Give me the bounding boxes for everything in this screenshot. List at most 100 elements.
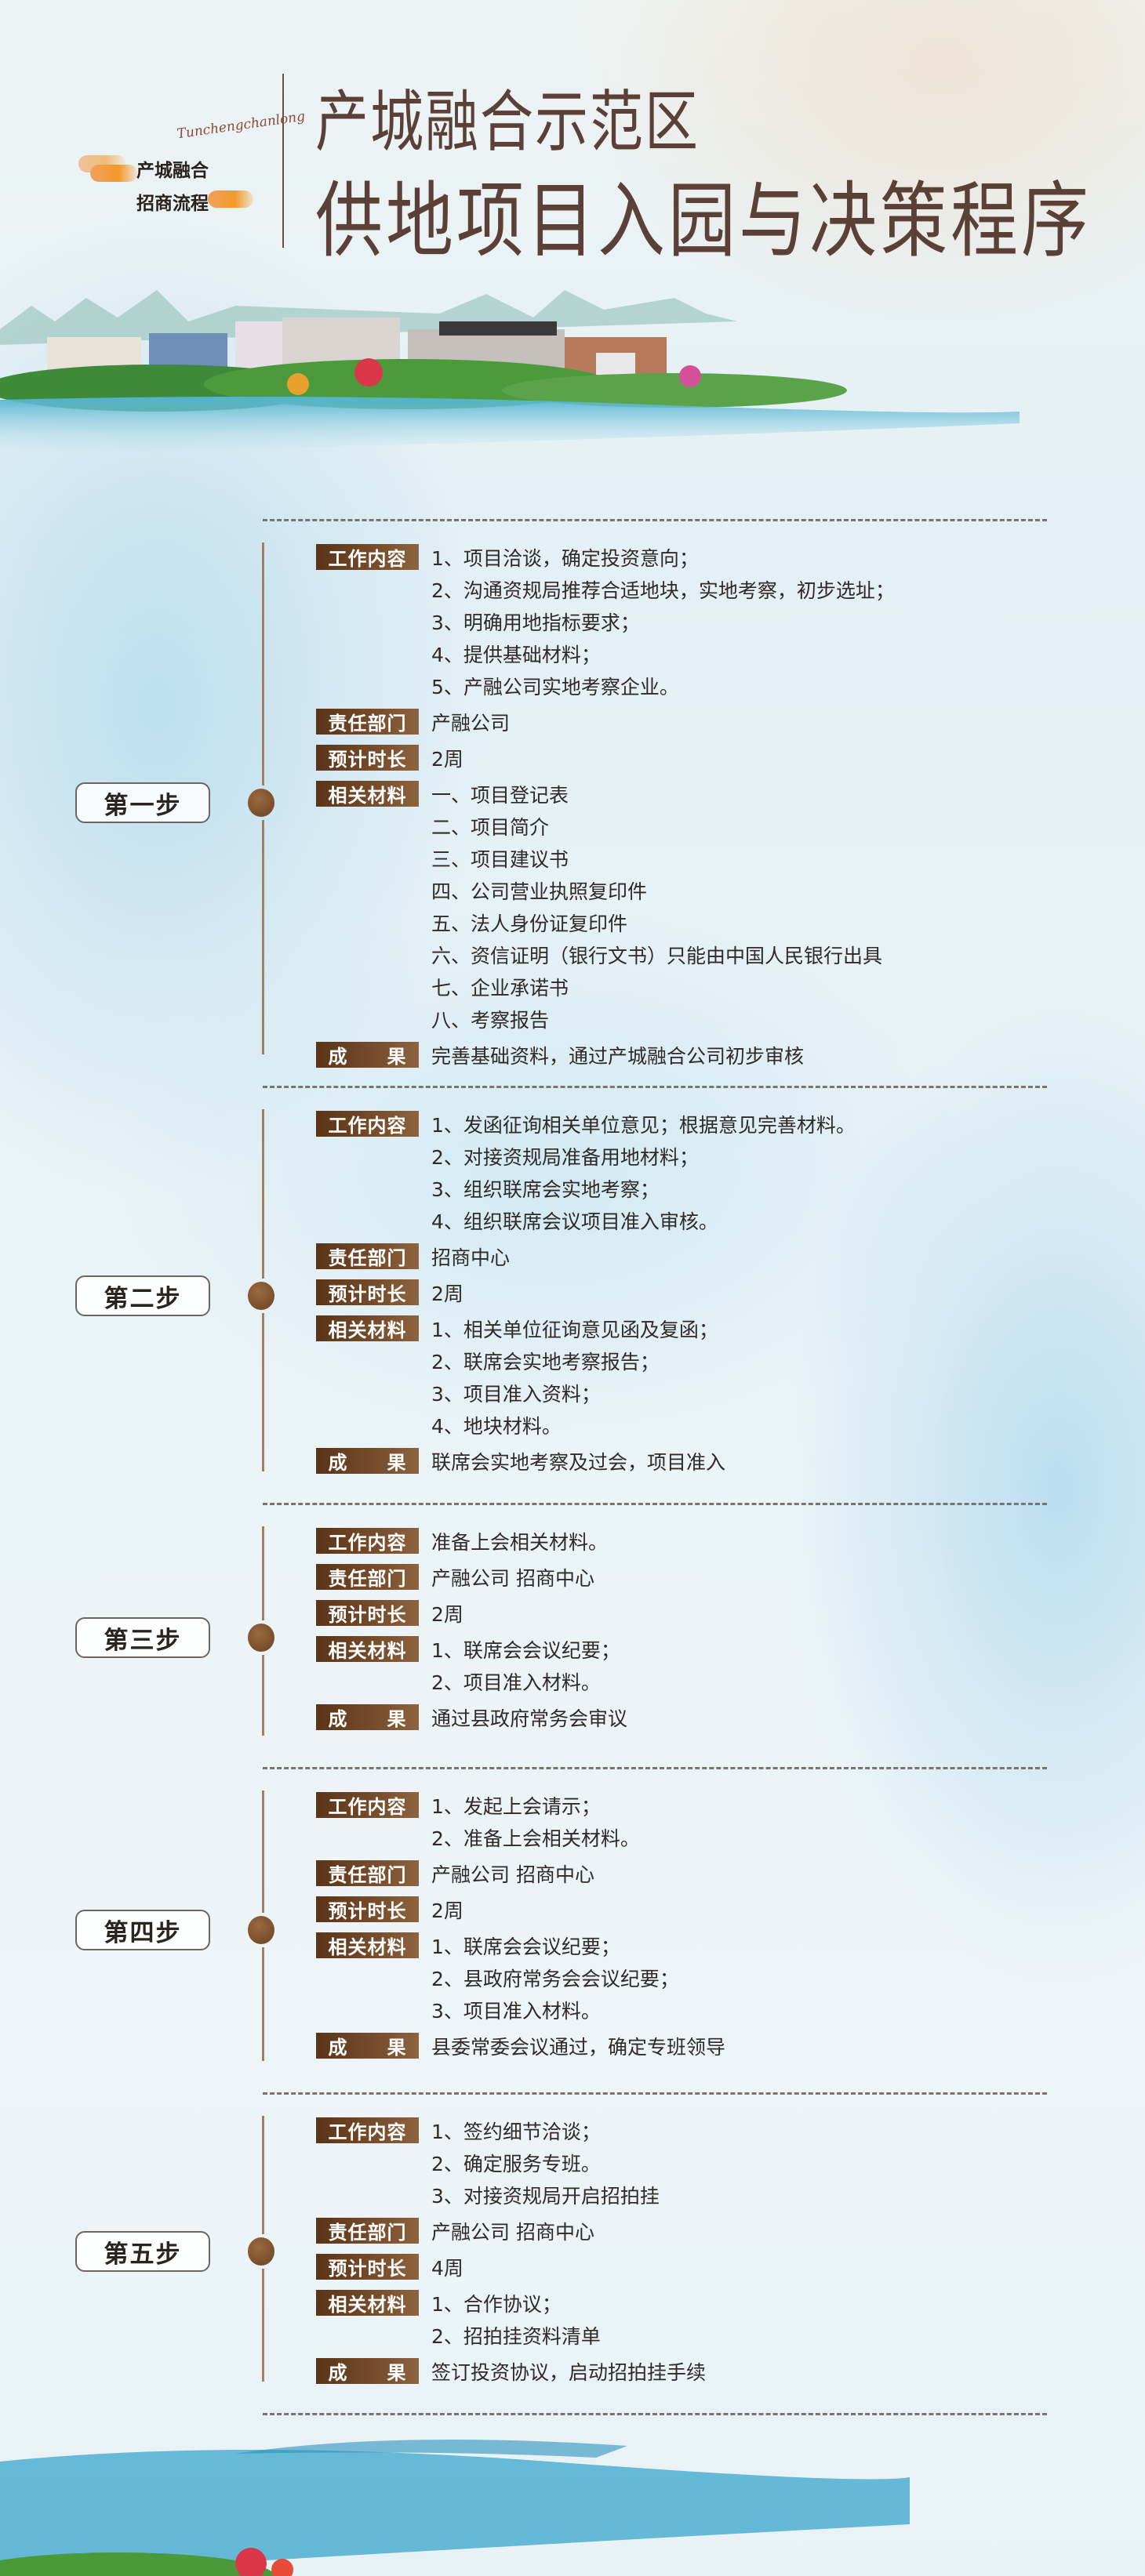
step-badge[interactable]: 第二步 (75, 1275, 210, 1316)
detail-text: 1、合作协议； (431, 2292, 562, 2316)
landscape-illustration (0, 290, 1020, 455)
script-decoration: Tunchengchanlong (176, 108, 307, 143)
detail-line: 责任部门产融公司 招商中心 (316, 1561, 1100, 1593)
brush-stroke (208, 190, 253, 208)
label-result: 成 果 (316, 2033, 419, 2059)
label-materials: 相关材料 (316, 781, 419, 807)
detail-line: 二、项目简介 (316, 810, 1100, 842)
detail-text: 四、公司营业执照复印件 (431, 880, 648, 903)
label-duration: 预计时长 (316, 1896, 419, 1922)
dashed-divider (263, 1767, 1047, 1769)
label-result: 成 果 (316, 1448, 419, 1474)
detail-text: 通过县政府常务会审议 (431, 1707, 628, 1730)
detail-text: 一、项目登记表 (431, 783, 569, 807)
step-badge[interactable]: 第五步 (75, 2231, 210, 2272)
timeline-line (262, 2269, 264, 2382)
detail-line: 2、准备上会相关材料。 (316, 1821, 1100, 1853)
detail-line: 成 果联席会实地考察及过会，项目准入 (316, 1445, 1100, 1477)
label-duration: 预计时长 (316, 745, 419, 771)
detail-text: 签订投资协议，启动招拍挂手续 (431, 2360, 707, 2384)
timeline-line (262, 1313, 264, 1471)
detail-line: 四、公司营业执照复印件 (316, 874, 1100, 906)
detail-text: 招商中心 (431, 1246, 511, 1269)
detail-line: 3、项目准入材料。 (316, 1994, 1100, 2026)
detail-text: 2周 (431, 1602, 463, 1626)
timeline-line (262, 1947, 264, 2061)
detail-text: 产融公司 (431, 711, 511, 735)
timeline-line (262, 1791, 264, 1913)
detail-line: 3、明确用地指标要求； (316, 605, 1100, 637)
detail-group-result: 成 果签订投资协议，启动招拍挂手续 (316, 2355, 1100, 2387)
detail-line: 2、确定服务专班。 (316, 2146, 1100, 2179)
detail-text: 4、组织联席会议项目准入审核。 (431, 1210, 718, 1233)
detail-line: 2、县政府常务会会议纪要； (316, 1961, 1100, 1994)
detail-group-result: 成 果联席会实地考察及过会，项目准入 (316, 1445, 1100, 1477)
title-divider (282, 74, 284, 248)
label-work: 工作内容 (316, 1528, 419, 1554)
detail-text: 五、法人身份证复印件 (431, 912, 628, 935)
dashed-divider (263, 2092, 1047, 2095)
detail-text: 产融公司 招商中心 (431, 2220, 594, 2244)
detail-group-dept: 责任部门产融公司 (316, 706, 1100, 738)
timeline-dot (248, 1916, 274, 1944)
detail-text: 县委常委会议通过，确定专班领导 (431, 2035, 726, 2059)
detail-line: 八、考察报告 (316, 1003, 1100, 1035)
detail-text: 2、招拍挂资料清单 (431, 2324, 601, 2348)
detail-group-dept: 责任部门产融公司 招商中心 (316, 1561, 1100, 1593)
dashed-divider (263, 1503, 1047, 1505)
timeline-line (262, 820, 264, 1054)
detail-text: 2、对接资规局准备用地材料； (431, 1145, 699, 1169)
detail-group-dept: 责任部门招商中心 (316, 1240, 1100, 1272)
detail-text: 1、相关单位征询意见函及复函； (431, 1318, 718, 1341)
label-work: 工作内容 (316, 1792, 419, 1818)
step-badge[interactable]: 第四步 (75, 1910, 210, 1950)
detail-line: 3、项目准入资料； (316, 1377, 1100, 1409)
detail-text: 准备上会相关材料。 (431, 1530, 609, 1554)
detail-text: 4、提供基础材料； (431, 643, 601, 666)
detail-text: 3、对接资规局开启招拍挂 (431, 2184, 660, 2208)
detail-text: 1、联席会会议纪要； (431, 1638, 620, 1662)
detail-line: 六、资信证明（银行文书）只能由中国人民银行出具 (316, 938, 1100, 971)
detail-group-result: 成 果完善基础资料，通过产城融合公司初步审核 (316, 1039, 1100, 1071)
detail-text: 3、组织联席会实地考察； (431, 1177, 660, 1201)
detail-text: 2、确定服务专班。 (431, 2152, 601, 2175)
detail-line: 责任部门招商中心 (316, 1240, 1100, 1272)
timeline-line (262, 1526, 264, 1620)
label-dept: 责任部门 (316, 2218, 419, 2244)
timeline-line (262, 1109, 264, 1279)
detail-line: 2、沟通资规局推荐合适地块，实地考察，初步选址； (316, 573, 1100, 605)
detail-text: 2、项目准入材料。 (431, 1671, 601, 1694)
detail-line: 2、联席会实地考察报告； (316, 1344, 1100, 1377)
detail-text: 2、沟通资规局推荐合适地块，实地考察，初步选址； (431, 579, 895, 602)
detail-text: 3、项目准入资料； (431, 1382, 601, 1406)
detail-line: 责任部门产融公司 (316, 706, 1100, 738)
label-result: 成 果 (316, 1704, 419, 1730)
detail-text: 2、县政府常务会会议纪要； (431, 1967, 679, 1990)
detail-line: 4、地块材料。 (316, 1409, 1100, 1441)
step-badge[interactable]: 第三步 (75, 1617, 210, 1658)
detail-line: 三、项目建议书 (316, 842, 1100, 874)
detail-group-materials: 相关材料一、项目登记表二、项目简介三、项目建议书四、公司营业执照复印件五、法人身… (316, 778, 1100, 1035)
detail-group-result: 成 果县委常委会议通过，确定专班领导 (316, 2030, 1100, 2062)
label-materials: 相关材料 (316, 1315, 419, 1341)
step-badge[interactable]: 第一步 (75, 782, 210, 823)
detail-line: 4、组织联席会议项目准入审核。 (316, 1204, 1100, 1236)
detail-text: 2、准备上会相关材料。 (431, 1827, 640, 1850)
timeline-dot (248, 1282, 274, 1310)
detail-group-materials: 相关材料 1、相关单位征询意见函及复函； 2、联席会实地考察报告； 3、项目准入资料；… (316, 1312, 1100, 1441)
detail-line: 相关材料 1、相关单位征询意见函及复函； (316, 1312, 1100, 1344)
